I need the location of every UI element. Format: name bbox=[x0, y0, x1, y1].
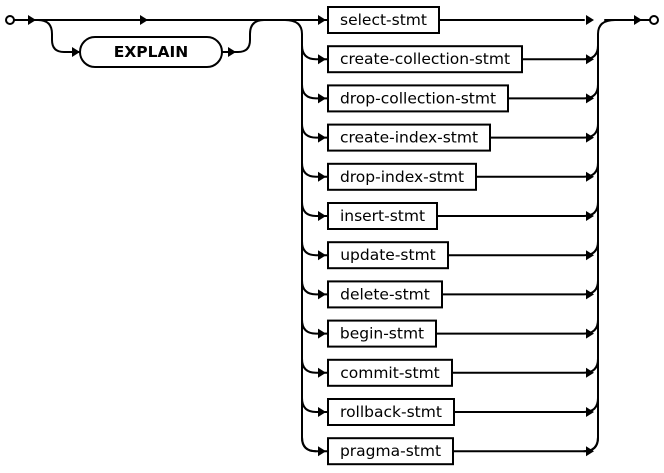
statement-label: begin-stmt bbox=[340, 325, 424, 343]
statement-option-delete-stmt: delete-stmt bbox=[301, 279, 599, 309]
statement-option-drop-index-stmt: drop-index-stmt bbox=[301, 161, 599, 191]
explain-return-line bbox=[221, 19, 265, 53]
statement-option-create-index-stmt: create-index-stmt bbox=[301, 122, 599, 152]
arrow-out bbox=[586, 54, 594, 65]
option-line bbox=[301, 122, 599, 139]
statement-label: delete-stmt bbox=[340, 285, 430, 303]
arrow-in bbox=[318, 367, 326, 378]
arrow-out bbox=[586, 367, 594, 378]
statement-box bbox=[327, 123, 491, 152]
arrow-out bbox=[586, 15, 594, 25]
statement-label: rollback-stmt bbox=[340, 403, 442, 421]
arrow-out bbox=[586, 93, 594, 104]
left-rail bbox=[284, 19, 317, 453]
arrow-in bbox=[318, 93, 326, 104]
arrow-in bbox=[318, 132, 326, 143]
statement-option-begin-stmt: begin-stmt bbox=[301, 318, 599, 348]
statement-label: drop-index-stmt bbox=[340, 168, 464, 186]
arrow-in bbox=[318, 446, 326, 457]
start-terminal bbox=[5, 15, 15, 25]
option-line bbox=[301, 44, 599, 61]
statement-box bbox=[327, 437, 454, 466]
end-terminal bbox=[649, 15, 659, 25]
statement-label: commit-stmt bbox=[340, 364, 440, 382]
statement-label: create-index-stmt bbox=[340, 129, 478, 147]
arrow-in bbox=[318, 250, 326, 261]
arrow-out bbox=[586, 289, 594, 300]
option-line bbox=[301, 83, 599, 100]
arrow-out bbox=[586, 132, 594, 143]
arrow-in bbox=[318, 289, 326, 300]
statement-box bbox=[327, 319, 437, 348]
explain-bypass-line bbox=[37, 19, 81, 53]
option-line bbox=[301, 318, 599, 335]
statement-box bbox=[327, 6, 440, 34]
arrow-in bbox=[318, 171, 326, 182]
explain-keyword-label: EXPLAIN bbox=[114, 43, 189, 61]
statement-box bbox=[327, 241, 449, 270]
arrow-out bbox=[586, 328, 594, 339]
statement-branches: select-stmt create-collection-stmt drop-co… bbox=[284, 6, 616, 466]
option-line bbox=[301, 279, 599, 296]
statement-box bbox=[327, 162, 477, 191]
statement-box bbox=[327, 280, 443, 309]
statement-label: drop-collection-stmt bbox=[340, 89, 496, 107]
arrow-out bbox=[586, 407, 594, 417]
statement-box bbox=[327, 358, 453, 387]
statement-option-update-stmt: update-stmt bbox=[301, 240, 599, 270]
statement-label: insert-stmt bbox=[340, 207, 425, 225]
statement-label: update-stmt bbox=[340, 246, 436, 264]
statement-label: pragma-stmt bbox=[340, 442, 441, 460]
arrow-in bbox=[318, 211, 326, 221]
arrow-out bbox=[586, 250, 594, 261]
arrow-out bbox=[586, 211, 594, 221]
statement-label: create-collection-stmt bbox=[340, 50, 510, 68]
statement-option-insert-stmt: insert-stmt bbox=[301, 201, 599, 230]
right-rail bbox=[583, 19, 616, 453]
arrow-in bbox=[318, 15, 326, 25]
option-line bbox=[301, 357, 599, 374]
statement-box bbox=[327, 45, 523, 74]
arrow-out bbox=[586, 446, 594, 457]
arrow-in bbox=[318, 407, 326, 417]
statement-option-commit-stmt: commit-stmt bbox=[301, 357, 599, 387]
statement-box bbox=[327, 84, 509, 113]
option-line bbox=[301, 201, 599, 217]
statement-box bbox=[327, 398, 455, 426]
statement-option-pragma-stmt: pragma-stmt bbox=[301, 436, 599, 466]
arrow-in bbox=[318, 328, 326, 339]
explain-keyword: EXPLAIN bbox=[79, 36, 223, 68]
statement-box bbox=[327, 202, 438, 230]
statement-option-rollback-stmt: rollback-stmt bbox=[301, 397, 599, 426]
arrow-in bbox=[318, 54, 326, 65]
arrow-out bbox=[586, 171, 594, 182]
option-line bbox=[301, 240, 599, 257]
statement-option-select-stmt: select-stmt bbox=[284, 6, 594, 34]
option-line bbox=[301, 161, 599, 178]
statement-label: select-stmt bbox=[340, 11, 427, 29]
statement-option-drop-collection-stmt: drop-collection-stmt bbox=[301, 83, 599, 113]
option-line bbox=[301, 436, 599, 453]
statement-option-create-collection-stmt: create-collection-stmt bbox=[301, 44, 599, 74]
option-line bbox=[301, 397, 599, 413]
